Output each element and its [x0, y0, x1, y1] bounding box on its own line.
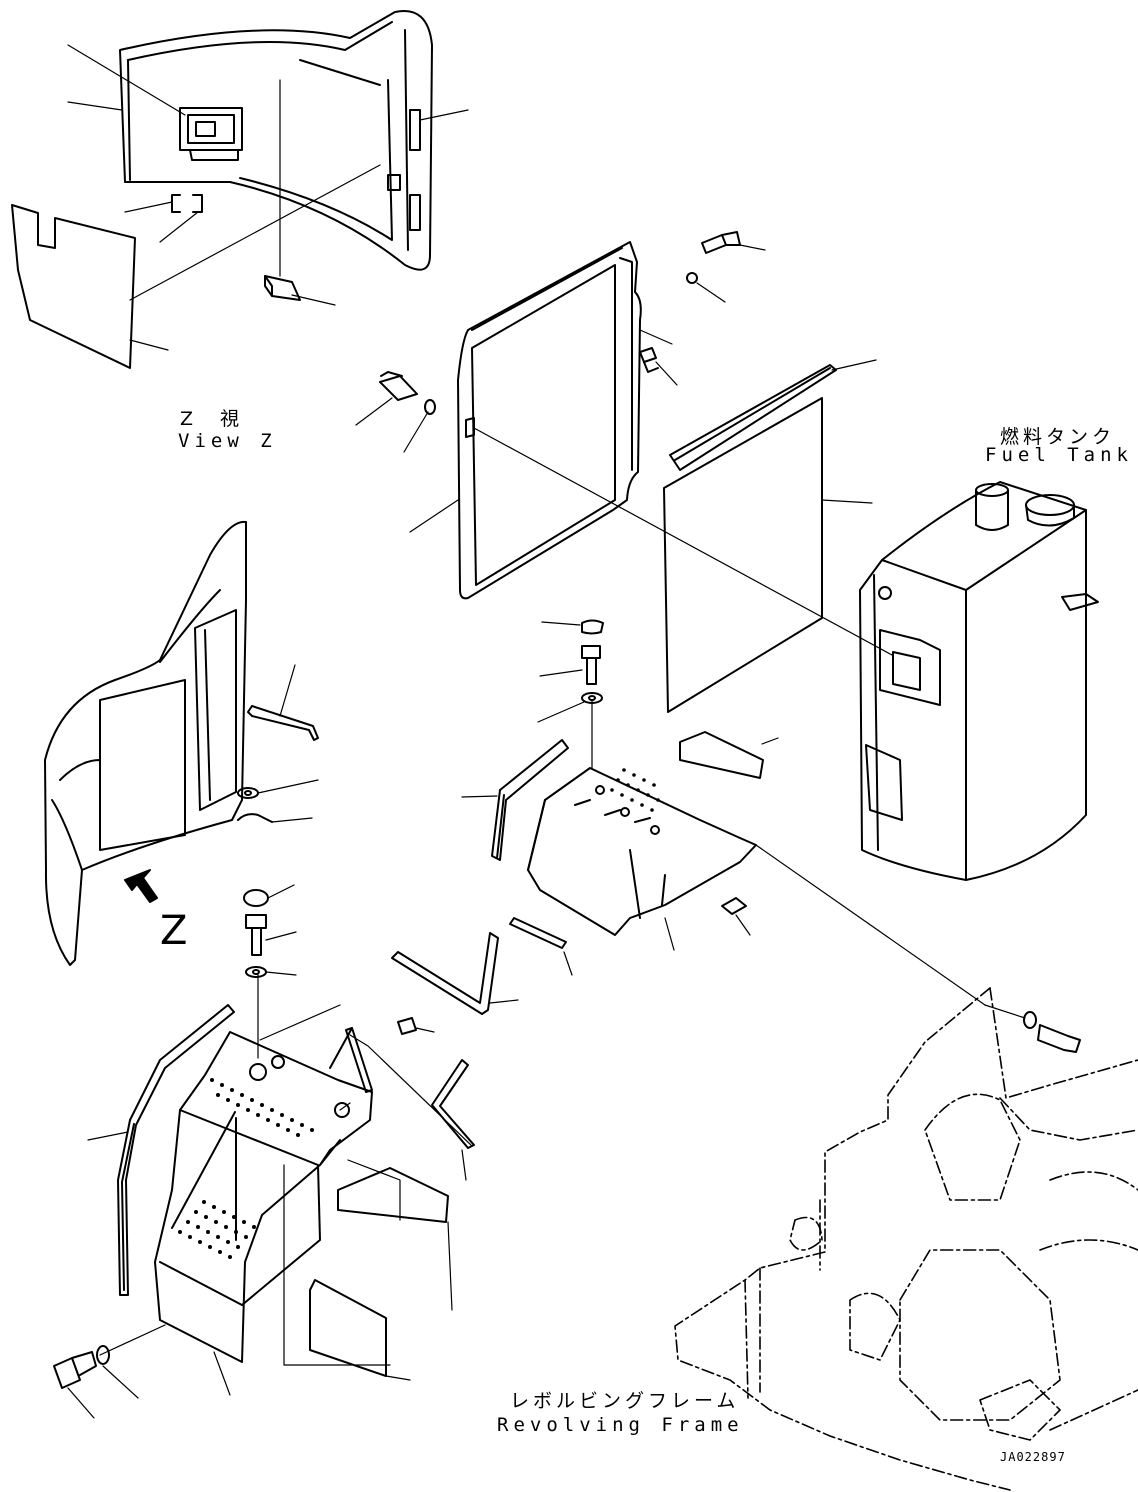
view-z-lamp-bracket — [179, 107, 243, 161]
revolving-frame-label-en: Revolving Frame — [497, 1414, 744, 1436]
revolving-frame-label-jp: レボルビングフレーム — [510, 1390, 740, 1412]
step-upper-leaders — [461, 621, 986, 1006]
upper-bolt — [581, 645, 601, 685]
fuel-tank-label-jp: 燃料タンク — [1000, 426, 1116, 448]
lower-rubber-strip — [117, 1004, 235, 1296]
revolving-frame — [674, 987, 1138, 1491]
upper-bar — [509, 917, 567, 949]
upper-cap — [581, 619, 604, 635]
lower-pad-b — [309, 1279, 387, 1377]
lower-bracket — [329, 1027, 373, 1093]
l-angle-seal — [391, 932, 499, 1015]
step-box-lower — [154, 1031, 373, 1363]
small-clip — [721, 897, 747, 915]
lower-box-leaders — [67, 884, 519, 1419]
frame-leader — [984, 1004, 1026, 1019]
seal-strip — [669, 364, 837, 471]
upper-pad — [679, 731, 764, 779]
lower-cap — [243, 889, 269, 907]
left-bolt — [379, 371, 436, 415]
lower-bolt — [245, 914, 267, 956]
lower-hex-key — [431, 1059, 475, 1149]
drawing-code: JA022897 — [1000, 1450, 1066, 1464]
door-washer — [237, 787, 259, 799]
insulation-panel — [663, 397, 823, 713]
view-z-leader-lines — [67, 44, 469, 351]
door-frame — [457, 241, 642, 600]
fuel-tank — [859, 481, 1099, 881]
view-z-rubber-block — [264, 275, 301, 301]
side-door-leaders — [257, 664, 319, 823]
lower-bolt-b — [53, 1345, 110, 1389]
door-frame-bolt — [686, 231, 741, 284]
view-z-label-jp: Z 視 — [180, 408, 244, 430]
view-z-cushion-pad — [11, 204, 136, 369]
z-arrow-label: Z — [160, 908, 188, 954]
upper-rubber-strip — [491, 739, 569, 861]
lower-perforation-dots — [178, 1078, 314, 1259]
door-frame-leaders — [355, 244, 893, 656]
view-z-clip-pair — [171, 194, 203, 213]
view-z-cover-panel — [119, 10, 433, 271]
lower-clip — [397, 1017, 417, 1035]
frame-bolt — [1023, 1011, 1081, 1053]
side-door — [44, 520, 247, 966]
door-pin — [237, 813, 273, 823]
upper-perforation-dots — [610, 768, 660, 812]
view-z-label-en: View Z — [178, 430, 277, 452]
door-latch-rod — [247, 705, 319, 741]
lower-washer — [245, 966, 267, 978]
lower-pad-a — [337, 1167, 449, 1223]
z-view-arrow-icon — [124, 869, 158, 903]
fuel-tank-label-en: Fuel Tank — [985, 444, 1133, 466]
step-cover-upper — [527, 767, 757, 936]
door-frame-nut-clip — [639, 347, 659, 373]
